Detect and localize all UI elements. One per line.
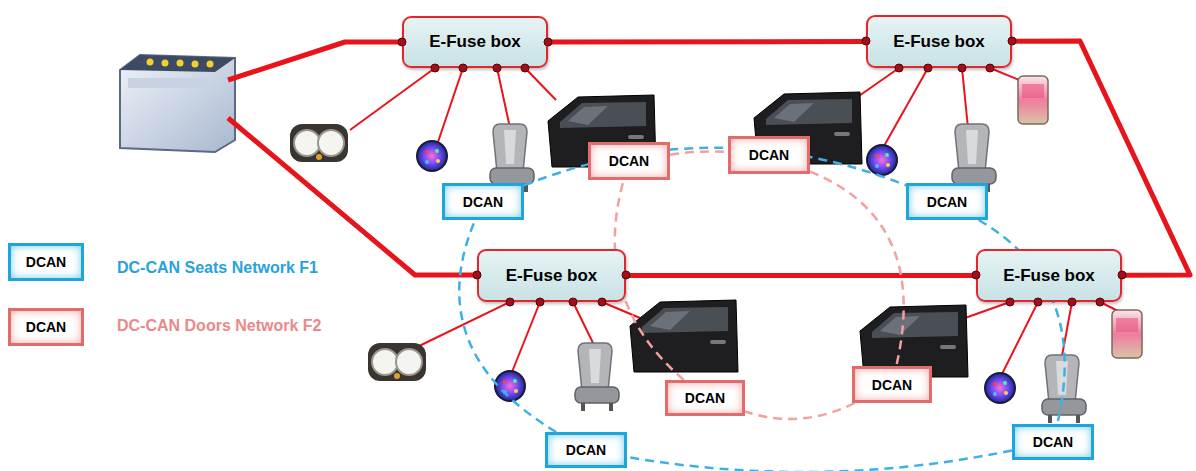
node-label: DCAN <box>26 319 66 335</box>
seat-dcan-node: DCAN <box>545 432 627 468</box>
tail-lamp <box>1018 76 1048 124</box>
node-label: E-Fuse box <box>893 32 985 52</box>
legend-sample: DCAN <box>8 308 84 346</box>
door-dcan-node: DCAN <box>588 142 670 180</box>
can-bus-line <box>745 403 855 419</box>
node-label: DCAN <box>463 194 503 210</box>
seat <box>490 124 534 192</box>
seat-dcan-node: DCAN <box>1012 424 1094 460</box>
seat <box>952 124 996 192</box>
can-bus-line <box>670 151 728 154</box>
can-bus-line <box>810 172 904 366</box>
power-wire <box>228 42 402 80</box>
node-label: DCAN <box>927 194 967 210</box>
led-lamp <box>867 145 897 175</box>
node-label: DCAN <box>749 147 789 163</box>
node-label: DCAN <box>685 390 725 406</box>
power-line <box>626 273 976 278</box>
node-label: DCAN <box>566 442 606 458</box>
fuse-box: E-Fuse box <box>976 249 1122 302</box>
legend-text: DC-CAN Doors Network F2 <box>117 317 321 335</box>
seat-dcan-node: DCAN <box>906 183 988 220</box>
headlamp <box>368 343 426 381</box>
fuse-box: E-Fuse box <box>866 15 1012 68</box>
node-label: E-Fuse box <box>506 266 598 286</box>
node-label: DCAN <box>1033 434 1073 450</box>
node-label: DCAN <box>26 254 66 270</box>
door-dcan-node: DCAN <box>728 136 810 174</box>
headlamp <box>290 124 348 162</box>
door-dcan-node: DCAN <box>852 366 932 403</box>
door <box>630 300 738 372</box>
fuse-box: E-Fuse box <box>402 16 548 68</box>
node-label: DCAN <box>872 377 912 393</box>
battery <box>120 55 235 152</box>
node-label: E-Fuse box <box>1003 266 1095 286</box>
seat <box>575 343 619 411</box>
led-lamp <box>985 373 1015 403</box>
seat-dcan-node: DCAN <box>442 183 524 220</box>
legend-text: DC-CAN Seats Network F1 <box>117 259 318 277</box>
can-bus-line <box>627 450 1012 471</box>
door-dcan-node: DCAN <box>665 380 745 416</box>
power-wire <box>228 118 477 275</box>
power-line <box>548 39 866 44</box>
legend-sample: DCAN <box>8 243 84 281</box>
led-lamp <box>495 371 525 401</box>
tail-lamp <box>1112 310 1142 358</box>
power-line <box>1012 41 1190 275</box>
fuse-box: E-Fuse box <box>477 249 626 302</box>
node-label: DCAN <box>609 153 649 169</box>
led-lamp <box>417 141 447 171</box>
can-bus-line <box>524 148 906 186</box>
node-label: E-Fuse box <box>429 32 521 52</box>
